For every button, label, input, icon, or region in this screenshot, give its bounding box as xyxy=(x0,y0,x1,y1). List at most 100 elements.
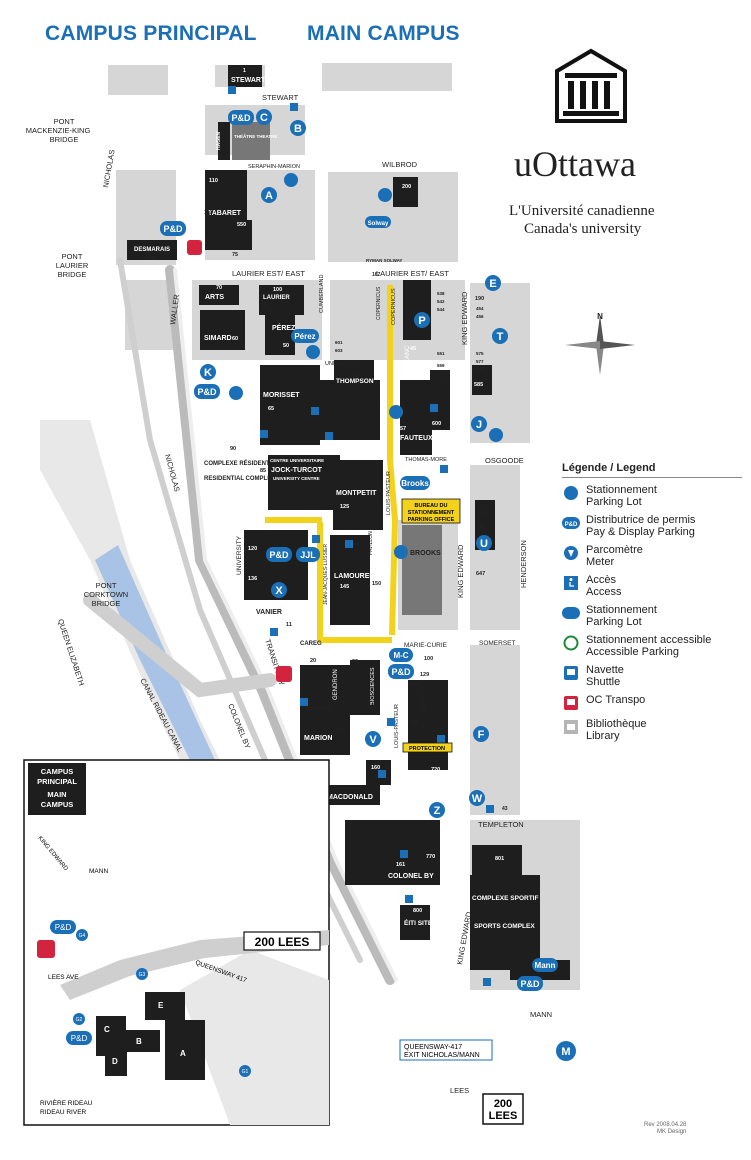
svg-text:C: C xyxy=(260,112,268,124)
svg-text:LAURIER: LAURIER xyxy=(56,261,89,270)
svg-text:Pérez: Pérez xyxy=(294,332,315,341)
svg-text:BROOKS: BROOKS xyxy=(410,550,441,557)
parking-c: C xyxy=(256,109,272,125)
svg-text:190: 190 xyxy=(475,296,484,302)
street-label-henderson: HENDERSON xyxy=(519,540,528,588)
street-label-king-edward-2: KING EDWARD xyxy=(456,544,465,598)
svg-text:PROTECTION: PROTECTION xyxy=(409,746,445,752)
parking-z: Z xyxy=(429,802,445,818)
svg-text:X: X xyxy=(275,585,283,597)
compass-icon: N xyxy=(565,312,635,375)
uottawa-logo-icon xyxy=(555,48,627,123)
svg-text:D: D xyxy=(112,1057,118,1066)
svg-text:456: 456 xyxy=(476,314,484,319)
svg-text:CENTRE UNIVERSITAIRE: CENTRE UNIVERSITAIRE xyxy=(270,458,324,463)
svg-text:139: 139 xyxy=(410,682,419,688)
street-label-marie-curie: MARIE-CURIE xyxy=(404,642,448,649)
parking-lot-icon xyxy=(562,484,580,502)
svg-text:K: K xyxy=(204,367,212,379)
revision-note: Rev 2008.04.28 MK Design xyxy=(644,1122,687,1135)
svg-text:P&D: P&D xyxy=(391,667,411,677)
svg-text:55: 55 xyxy=(150,256,156,262)
street-label-osgoode: OSGOODE xyxy=(485,456,524,465)
svg-text:VANIER: VANIER xyxy=(256,609,282,616)
svg-text:CAMPUS: CAMPUS xyxy=(41,767,74,776)
svg-text:SIMARD: SIMARD xyxy=(204,335,232,342)
svg-text:CORKTOWN: CORKTOWN xyxy=(84,590,128,599)
svg-text:C: C xyxy=(104,1025,110,1034)
parking-p: P xyxy=(414,312,430,328)
svg-text:75: 75 xyxy=(232,252,238,258)
svg-text:G1: G1 xyxy=(242,1069,249,1075)
street-label-louis-pasteur: LOUIS-PASTEUR xyxy=(386,471,392,515)
street-label-cube: CUBE xyxy=(385,764,391,780)
svg-text:601: 601 xyxy=(335,340,343,345)
street-label-pavillon: PAVILLON xyxy=(368,531,374,555)
svg-text:550: 550 xyxy=(237,222,246,228)
street-label-wilbrod: WILBROD xyxy=(382,160,418,169)
svg-text:PONT: PONT xyxy=(62,252,83,261)
svg-text:RYMAN SOLWAY: RYMAN SOLWAY xyxy=(366,258,402,263)
svg-text:LAURIER: LAURIER xyxy=(263,295,290,301)
svg-text:HAGEN: HAGEN xyxy=(216,132,222,150)
svg-text:JJL: JJL xyxy=(300,550,316,560)
svg-text:801: 801 xyxy=(495,856,504,862)
street-label-stewart: STEWART xyxy=(262,93,299,102)
svg-text:85: 85 xyxy=(260,468,266,474)
svg-text:1: 1 xyxy=(243,68,246,74)
meter-icon xyxy=(562,544,580,562)
svg-text:P&D: P&D xyxy=(197,387,217,397)
svg-text:11: 11 xyxy=(286,622,292,628)
svg-text:600: 600 xyxy=(432,421,441,427)
pay-display-markers: P&D P&D P&D P&D P&D P&D Pérez Brooks JJL… xyxy=(160,110,558,991)
svg-text:T: T xyxy=(497,331,504,343)
svg-text:D'IORIO: D'IORIO xyxy=(306,706,333,713)
svg-text:45: 45 xyxy=(410,346,416,352)
visitor-parking-icon xyxy=(562,604,580,622)
svg-text:454: 454 xyxy=(476,306,484,311)
street-label-waller: WALLER xyxy=(168,293,181,325)
svg-text:621: 621 xyxy=(476,510,485,516)
svg-text:DESMARAIS: DESMARAIS xyxy=(134,247,170,253)
svg-text:20: 20 xyxy=(310,658,316,664)
street-label-cumberland: CUMBERLAND xyxy=(319,274,325,313)
svg-text:COLONEL BY: COLONEL BY xyxy=(388,873,434,880)
street-label-gendron: GENDRON xyxy=(333,669,339,700)
street-label-laurier-2: LAURIER EST/ EAST xyxy=(376,269,449,278)
parking-f: F xyxy=(473,726,489,742)
street-label-copernicus-2: COPERNICUS xyxy=(376,286,382,320)
svg-text:THÉÂTRE THEATRE: THÉÂTRE THEATRE xyxy=(234,132,277,139)
svg-text:577: 577 xyxy=(476,359,484,364)
svg-text:585: 585 xyxy=(474,382,483,388)
svg-text:562: 562 xyxy=(437,379,445,384)
svg-text:B: B xyxy=(294,123,302,135)
svg-text:BRIDGE: BRIDGE xyxy=(50,135,79,144)
svg-text:129: 129 xyxy=(420,672,429,678)
svg-text:B: B xyxy=(136,1037,142,1046)
svg-text:E: E xyxy=(158,1001,164,1010)
svg-text:50: 50 xyxy=(283,343,289,349)
parking-j: J xyxy=(471,416,487,432)
svg-text:MANN: MANN xyxy=(89,868,108,875)
svg-text:G3: G3 xyxy=(139,972,146,978)
svg-text:MACKENZIE-KING: MACKENZIE-KING xyxy=(26,126,91,135)
svg-text:P&D: P&D xyxy=(55,923,72,932)
svg-text:F: F xyxy=(478,729,485,741)
svg-text:720: 720 xyxy=(431,767,440,773)
svg-text:559: 559 xyxy=(437,363,445,368)
svg-text:770: 770 xyxy=(426,854,435,860)
parking-x: X xyxy=(271,582,287,598)
svg-text:43: 43 xyxy=(502,806,508,812)
street-label-thomas-more: THOMAS-MORE xyxy=(405,457,447,463)
street-label-mann: MANN xyxy=(530,1010,552,1019)
bus-icon xyxy=(562,694,580,712)
parking-markers: A B C E P T J K U X V F W Z M xyxy=(200,109,576,1061)
major-roads xyxy=(83,257,398,985)
svg-text:100: 100 xyxy=(273,287,282,293)
title-campus-principal: CAMPUS PRINCIPAL xyxy=(45,22,257,45)
svg-text:130: 130 xyxy=(368,704,377,710)
parking-u: U xyxy=(476,535,492,551)
